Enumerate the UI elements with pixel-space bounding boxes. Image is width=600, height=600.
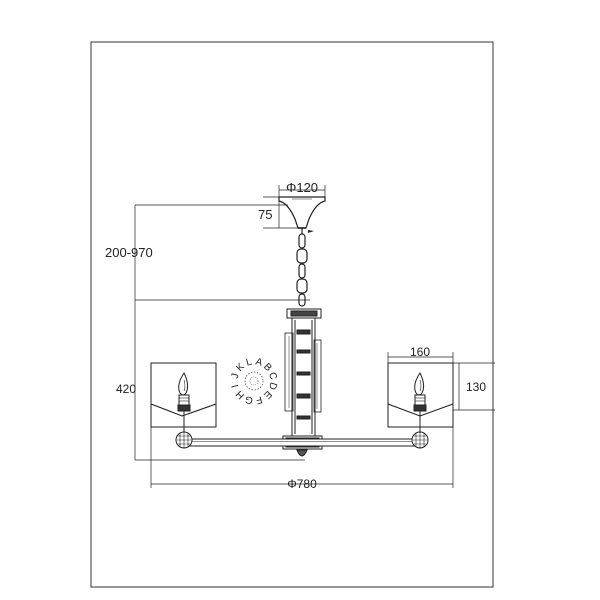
crystal-letter: C [266, 371, 278, 381]
drawing-frame [90, 41, 494, 588]
shade-width-dimension [387, 352, 454, 363]
canopy-height-label: 75 [258, 207, 272, 222]
arm [182, 438, 422, 447]
canopy-diameter-dimension [278, 185, 326, 197]
central-column [282, 308, 323, 457]
crystal-letter: H [234, 388, 247, 401]
total-diameter-dimension [150, 427, 454, 488]
crystal-letter: J [230, 372, 242, 380]
crystal-letter: I [230, 383, 241, 389]
crystal-letter: L [245, 356, 254, 368]
crystal-letter: A [254, 356, 264, 368]
shade-height-dimension [453, 362, 495, 411]
canopy-height-dimension [263, 196, 300, 229]
crystal-letter: G [244, 393, 255, 406]
shade-height-label: 130 [466, 380, 486, 394]
right-lamp [387, 362, 454, 449]
body-height-dimension [134, 300, 305, 461]
total-diameter-label: Φ780 [287, 477, 317, 491]
body-height-label: 420 [116, 382, 136, 396]
drop-range-dimension [134, 204, 310, 301]
canopy-diameter-label: Φ120 [286, 180, 318, 195]
canopy [278, 196, 326, 234]
left-lamp [150, 362, 217, 449]
crystal-letter: K [234, 361, 247, 374]
crystal-letter: F [255, 393, 264, 405]
chain [296, 233, 308, 307]
crystal-letter: D [266, 381, 278, 391]
drop-range-label: 200-970 [105, 245, 153, 260]
shade-width-label: 160 [410, 345, 430, 359]
